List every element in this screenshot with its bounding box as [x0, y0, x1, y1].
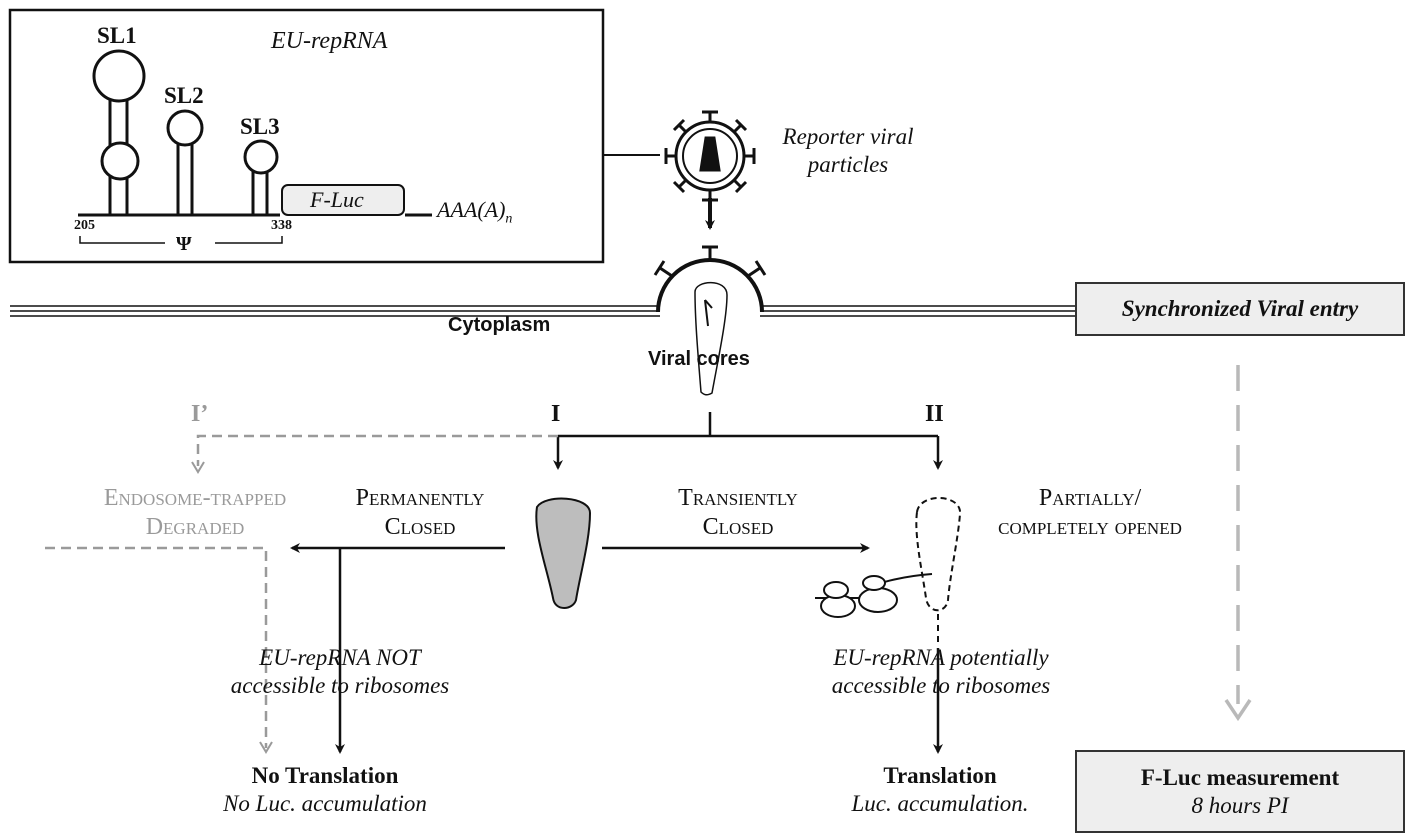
fluc-gene-box	[281, 184, 405, 216]
ribosome-icon	[815, 573, 933, 618]
fluc-label: F-Luc	[310, 187, 364, 212]
route-ii-label: II	[925, 401, 944, 427]
timeline-arrowhead	[1224, 699, 1252, 722]
partially-opened-label: Partially/completely opened	[998, 485, 1182, 540]
open-core-icon	[915, 497, 962, 612]
position-338: 338	[271, 218, 292, 233]
cytoplasm-label: Cytoplasm	[448, 314, 551, 336]
sl1-label: SL1	[97, 23, 137, 48]
cell-membrane	[10, 305, 1075, 317]
viral-cores-label: Viral cores	[648, 348, 750, 370]
rna-structure	[78, 49, 432, 217]
virus-particle-icon	[664, 110, 756, 202]
sl3-label: SL3	[240, 114, 280, 139]
synchronized-entry-box: Synchronized Viral entry	[1075, 282, 1405, 336]
pathway-lines	[290, 412, 943, 754]
synchronized-entry-label: Synchronized Viral entry	[1121, 296, 1359, 321]
endosome-arrowhead-top	[191, 461, 205, 474]
closed-core-icon	[535, 497, 592, 609]
route-i-prime-label: I’	[191, 401, 209, 427]
endosome-path	[45, 434, 558, 748]
rna-name-label: EU-repRNA	[271, 28, 388, 54]
fusing-virus-icon	[653, 245, 767, 396]
endosome-arrowhead-bottom	[259, 741, 273, 754]
psi-label: Ψ	[176, 233, 192, 255]
position-205: 205	[74, 218, 95, 233]
sl2-label: SL2	[164, 83, 204, 108]
psi-bracket	[79, 236, 283, 244]
route-i-label: I	[551, 401, 561, 427]
polya-label: AAA(A)n	[437, 197, 513, 227]
